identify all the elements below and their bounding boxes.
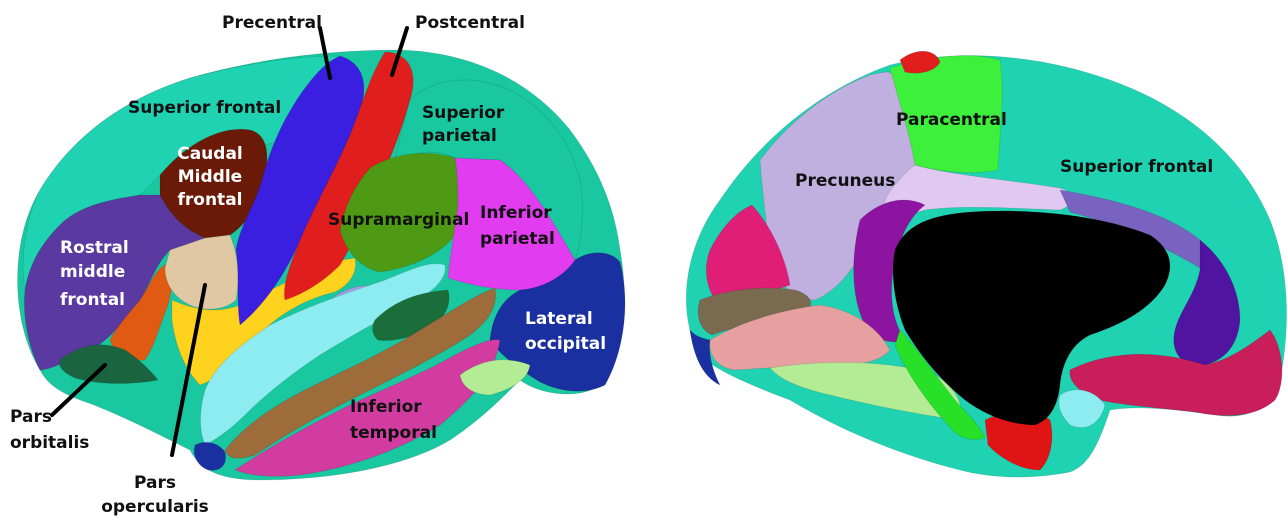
label-pars-orbitalis-1: Pars bbox=[10, 407, 52, 427]
label-supramarginal: Supramarginal bbox=[328, 210, 469, 230]
label-superior-parietal-2: parietal bbox=[422, 126, 497, 146]
label-lateral-occipital-1: Lateral bbox=[525, 309, 593, 329]
label-lateral-occipital-2: occipital bbox=[525, 334, 606, 354]
label-rostral-middle-frontal-1: Rostral bbox=[60, 238, 129, 258]
label-paracentral: Paracentral bbox=[896, 110, 1007, 130]
label-caudal-middle-frontal-2: Middle bbox=[178, 167, 242, 187]
label-pars-opercularis-1: Pars bbox=[134, 473, 176, 493]
label-superior-parietal-1: Superior bbox=[422, 103, 505, 123]
label-caudal-middle-frontal-3: frontal bbox=[178, 190, 243, 210]
label-precentral: Precentral bbox=[222, 13, 322, 33]
label-inferior-parietal-1: Inferior bbox=[480, 203, 552, 223]
label-pars-opercularis-2: opercularis bbox=[101, 497, 209, 517]
label-inferior-temporal-1: Inferior bbox=[350, 397, 422, 417]
label-precuneus: Precuneus bbox=[795, 171, 895, 191]
label-inferior-parietal-2: parietal bbox=[480, 229, 555, 249]
label-inferior-temporal-2: temporal bbox=[350, 423, 437, 443]
label-pars-orbitalis-2: orbitalis bbox=[10, 433, 89, 453]
label-postcentral: Postcentral bbox=[415, 13, 525, 33]
label-caudal-middle-frontal-1: Caudal bbox=[177, 144, 243, 164]
label-rostral-middle-frontal-3: frontal bbox=[60, 290, 125, 310]
label-superior-frontal-medial: Superior frontal bbox=[1060, 157, 1213, 177]
label-rostral-middle-frontal-2: middle bbox=[60, 262, 125, 282]
label-superior-frontal-lateral: Superior frontal bbox=[128, 98, 281, 118]
